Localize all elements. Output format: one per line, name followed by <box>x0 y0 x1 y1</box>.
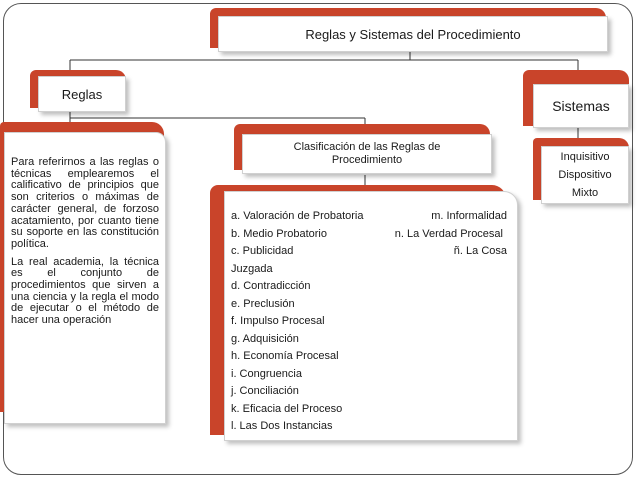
reglas-paragraph-1: Para referirnos a las reglas o técnicas … <box>11 156 159 250</box>
clasificacion-item-left: c. Publicidad <box>231 245 294 257</box>
clasificacion-title-line-1: Clasificación de las Reglas de <box>293 141 441 153</box>
clasificacion-item-left: j. Conciliación <box>231 385 299 397</box>
clasificacion-row: h. Economía Procesal <box>231 348 507 366</box>
sistemas-node: Sistemas <box>523 70 633 132</box>
clasificacion-item-right: n. La Verdad Procesal <box>394 227 503 240</box>
clasificacion-node: Clasificación de las Reglas de Procedimi… <box>234 124 496 176</box>
clasificacion-item-left: l. Las Dos Instancias <box>231 420 333 432</box>
clasificacion-box: Clasificación de las Reglas de Procedimi… <box>242 134 492 174</box>
clasificacion-item-left: h. Economía Procesal <box>231 350 339 362</box>
root-box: Reglas y Sistemas del Procedimiento <box>218 16 608 52</box>
clasificacion-row: f. Impulso Procesal <box>231 313 507 331</box>
reglas-text-box: Para referirnos a las reglas o técnicas … <box>4 132 166 424</box>
clasificacion-row: a. Valoración de Probatoria m. Informalid… <box>231 208 507 226</box>
clasificacion-row: e. Preclusión <box>231 296 507 314</box>
reglas-box: Reglas <box>38 76 126 112</box>
clasificacion-item-left: i. Congruencia <box>231 367 302 380</box>
sistemas-list-node: Inquisitivo Dispositivo Mixto <box>533 138 633 208</box>
clasificacion-row: g. Adquisición <box>231 331 507 349</box>
sistemas-title: Sistemas <box>552 98 610 114</box>
clasificacion-list: a. Valoración de Probatoria m. Informalid… <box>231 208 507 436</box>
clasificacion-item-left: Juzgada <box>231 262 273 275</box>
reglas-paragraph-2: La real academia, la técnica es el conju… <box>11 255 159 327</box>
clasificacion-item-left: k. Eficacia del Proceso <box>231 402 343 415</box>
clasificacion-row: d. Contradicción <box>231 278 507 296</box>
clasificacion-list-box: a. Valoración de Probatoria m. Informalid… <box>224 191 518 441</box>
sistemas-box: Sistemas <box>533 84 629 128</box>
clasificacion-row: j. Conciliación <box>231 383 507 401</box>
clasificacion-item-left: f. Impulso Procesal <box>231 315 325 327</box>
clasificacion-title-line-2: Procedimiento <box>331 154 403 166</box>
clasificacion-row: b. Medio Probatorio n. La Verdad Procesal <box>231 226 507 244</box>
sistemas-list-box: Inquisitivo Dispositivo Mixto <box>541 146 629 204</box>
sistema-inquisitivo: Inquisitivo <box>560 151 610 163</box>
clasificacion-item-left: d. Contradicción <box>231 280 311 292</box>
clasificacion-row: Juzgada <box>231 261 507 279</box>
clasificacion-item-left: b. Medio Probatorio <box>231 227 327 240</box>
clasificacion-list-node: a. Valoración de Probatoria m. Informalid… <box>210 185 520 455</box>
reglas-node: Reglas <box>30 70 130 114</box>
clasificacion-item-left: g. Adquisición <box>231 332 299 345</box>
sistema-dispositivo: Dispositivo <box>558 169 612 181</box>
clasificacion-row: k. Eficacia del Proceso <box>231 401 507 419</box>
root-node: Reglas y Sistemas del Procedimiento <box>210 8 610 54</box>
clasificacion-row: l. Las Dos Instancias <box>231 418 507 436</box>
clasificacion-item-right: m. Informalidad <box>431 210 507 222</box>
sistema-mixto: Mixto <box>571 187 599 199</box>
clasificacion-item-right: ñ. La Cosa <box>453 245 507 257</box>
reglas-text-node: Para referirnos a las reglas o técnicas … <box>0 122 170 427</box>
clasificacion-item-left: a. Valoración de Probatoria <box>231 210 364 222</box>
clasificacion-item-left: e. Preclusión <box>231 297 295 310</box>
reglas-title: Reglas <box>61 86 103 102</box>
clasificacion-row: i. Congruencia <box>231 366 507 384</box>
clasificacion-row: c. Publicidad ñ. La Cosa <box>231 243 507 261</box>
root-title: Reglas y Sistemas del Procedimiento <box>305 26 521 42</box>
